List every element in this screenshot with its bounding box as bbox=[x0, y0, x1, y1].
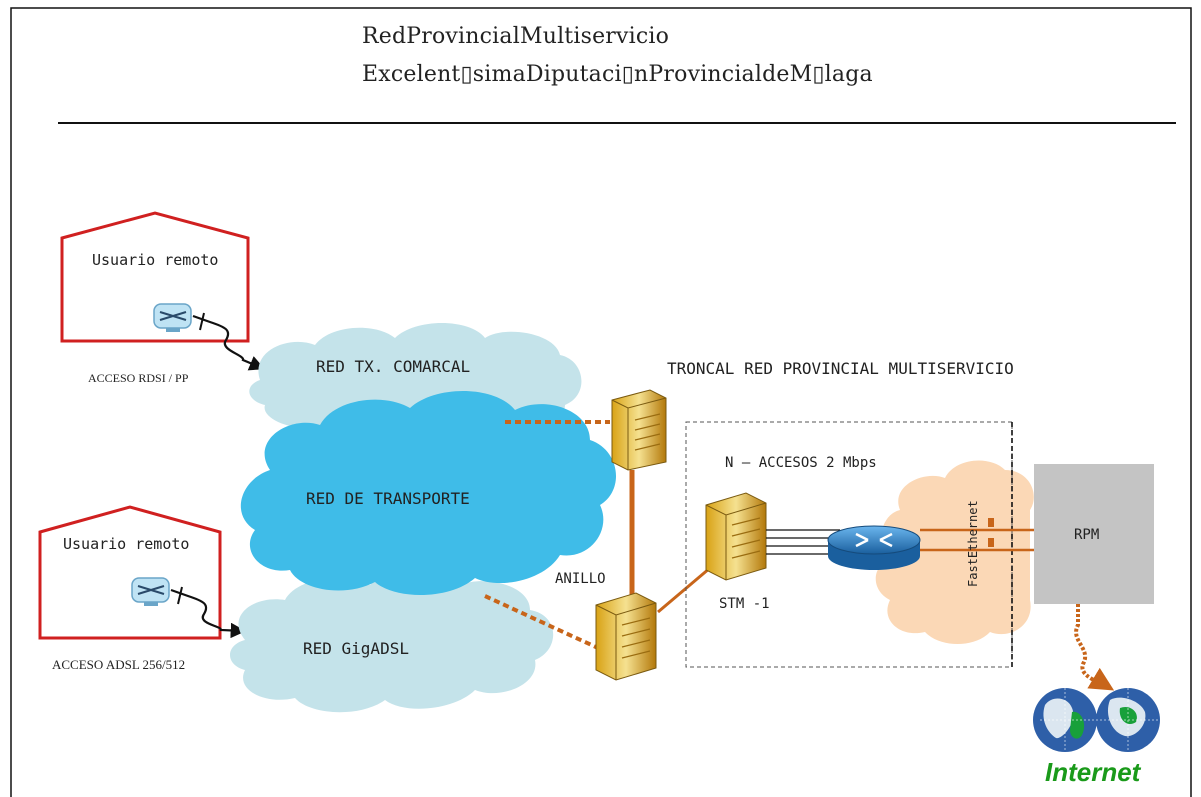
label-fast-ethernet: FastEthernet bbox=[966, 500, 980, 587]
label-acceso-adsl: ACCESO ADSL 256/512 bbox=[52, 657, 186, 672]
rpm-box bbox=[1034, 464, 1154, 604]
e1-links bbox=[766, 529, 840, 555]
label-stm1: STM -1 bbox=[719, 596, 770, 612]
label-usuario-remoto-1: Usuario remoto bbox=[92, 251, 219, 269]
internet-globe-icon bbox=[1033, 688, 1160, 752]
title-line-2: Excelent▯simaDiputaci▯nProvincialdeM▯lag… bbox=[362, 62, 873, 87]
network-node-tower-1 bbox=[611, 389, 667, 471]
dotted-link-gigadsl-tower2 bbox=[484, 594, 599, 650]
house-remote-user-2 bbox=[38, 505, 222, 640]
label-n-accesos: N – ACCESOS 2 Mbps bbox=[725, 455, 877, 471]
label-red-tx-comarcal: RED TX. COMARCAL bbox=[316, 357, 471, 376]
page-border bbox=[10, 7, 1192, 797]
rdsi-link bbox=[192, 314, 265, 371]
adsl-link bbox=[170, 588, 247, 639]
network-node-tower-2 bbox=[595, 592, 657, 681]
label-rpm: RPM bbox=[1074, 527, 1100, 543]
link-access-to-stm1 bbox=[657, 566, 711, 614]
label-anillo: ANILLO bbox=[555, 571, 606, 587]
label-internet: Internet bbox=[1045, 757, 1141, 787]
house-remote-user-1 bbox=[60, 211, 250, 343]
cloud-red-gigadsl bbox=[230, 570, 554, 713]
cloud-red-de-transporte bbox=[240, 390, 617, 596]
label-red-de-transporte: RED DE TRANSPORTE bbox=[306, 489, 470, 508]
cloud-troncal bbox=[875, 460, 1034, 644]
label-red-gigadsl: RED GigADSL bbox=[303, 639, 409, 658]
rpm-internet-link bbox=[1074, 604, 1115, 691]
label-acceso-rdsi: ACCESO RDSI / PP bbox=[88, 371, 189, 385]
label-usuario-remoto-2: Usuario remoto bbox=[63, 535, 190, 553]
router-icon bbox=[827, 525, 921, 570]
network-node-stm1 bbox=[705, 492, 767, 581]
modem-icon-1 bbox=[153, 303, 192, 332]
label-troncal: TRONCAL RED PROVINCIAL MULTISERVICIO bbox=[667, 359, 1014, 378]
title-line-1: RedProvincialMultiservicio bbox=[362, 24, 670, 49]
modem-icon-2 bbox=[131, 577, 170, 606]
